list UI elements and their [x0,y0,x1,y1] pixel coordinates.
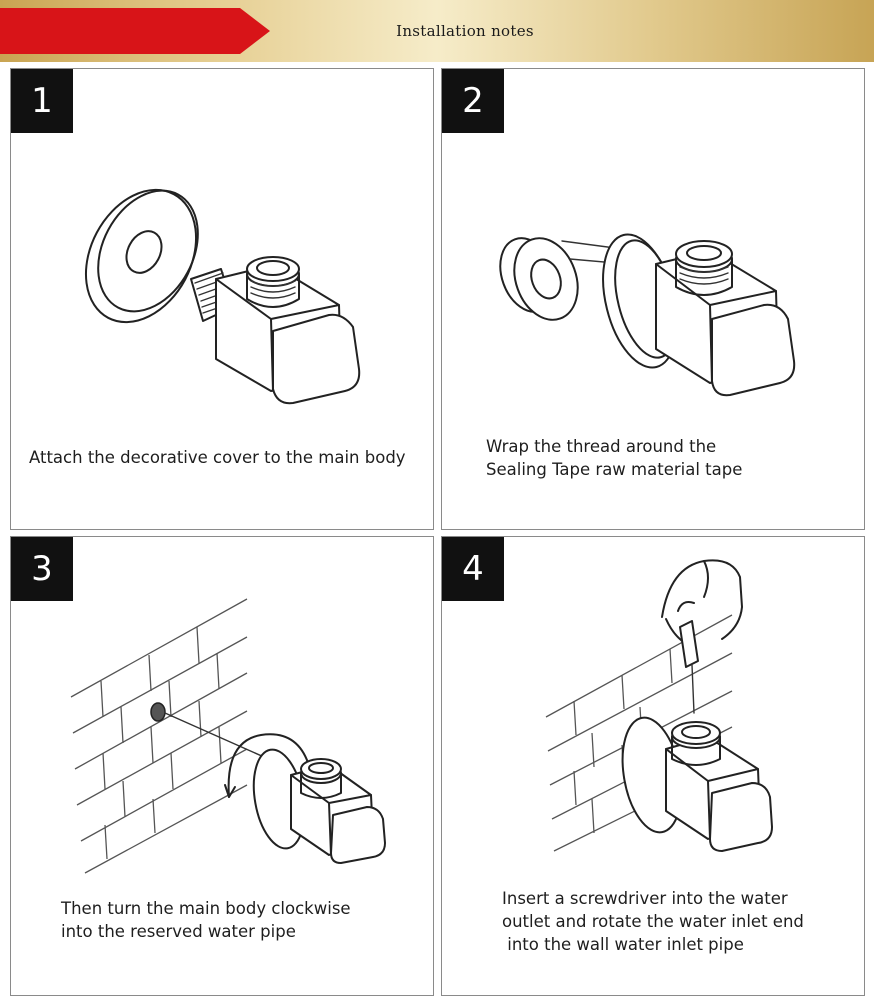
step-panel-3: 3 Then turn the main body clockwise into… [10,536,434,996]
caption-line: Sealing Tape raw material tape [486,460,743,479]
step-number-badge: 4 [442,537,504,601]
step-number-badge: 2 [442,69,504,133]
step-number-badge: 1 [11,69,73,133]
page-title: Installation notes [396,22,534,40]
caption-line: Attach the decorative cover to the main … [29,448,406,467]
caption-line: Then turn the main body clockwise [61,899,351,918]
step-caption: Wrap the thread around the Sealing Tape … [486,435,742,481]
wall-pipe-illustration [70,598,386,874]
step-number-badge: 3 [11,537,73,601]
step-panel-2: 2 Wrap the thread around the Sealing Tap… [441,68,865,530]
step-caption: Attach the decorative cover to the main … [29,446,406,469]
caption-line: into the reserved water pipe [61,922,296,941]
caption-line: into the wall water inlet pipe [502,935,744,954]
step-panel-1: 1 Attach the decorative cover to the mai… [10,68,434,530]
sealing-tape-illustration [499,233,796,397]
caption-line: Wrap the thread around the [486,437,717,456]
screwdriver-illustration [545,559,773,852]
cover-attach-illustration [84,188,361,405]
step-caption: Insert a screwdriver into the water outl… [502,887,804,956]
header-banner: Installation notes [0,0,874,62]
step-caption: Then turn the main body clockwise into t… [61,897,351,943]
banner-red-arrow [0,8,270,54]
step-panel-4: 4 Insert a screwdriver into the water ou… [441,536,865,996]
caption-line: Insert a screwdriver into the water [502,889,788,908]
caption-line: outlet and rotate the water inlet end [502,912,804,931]
